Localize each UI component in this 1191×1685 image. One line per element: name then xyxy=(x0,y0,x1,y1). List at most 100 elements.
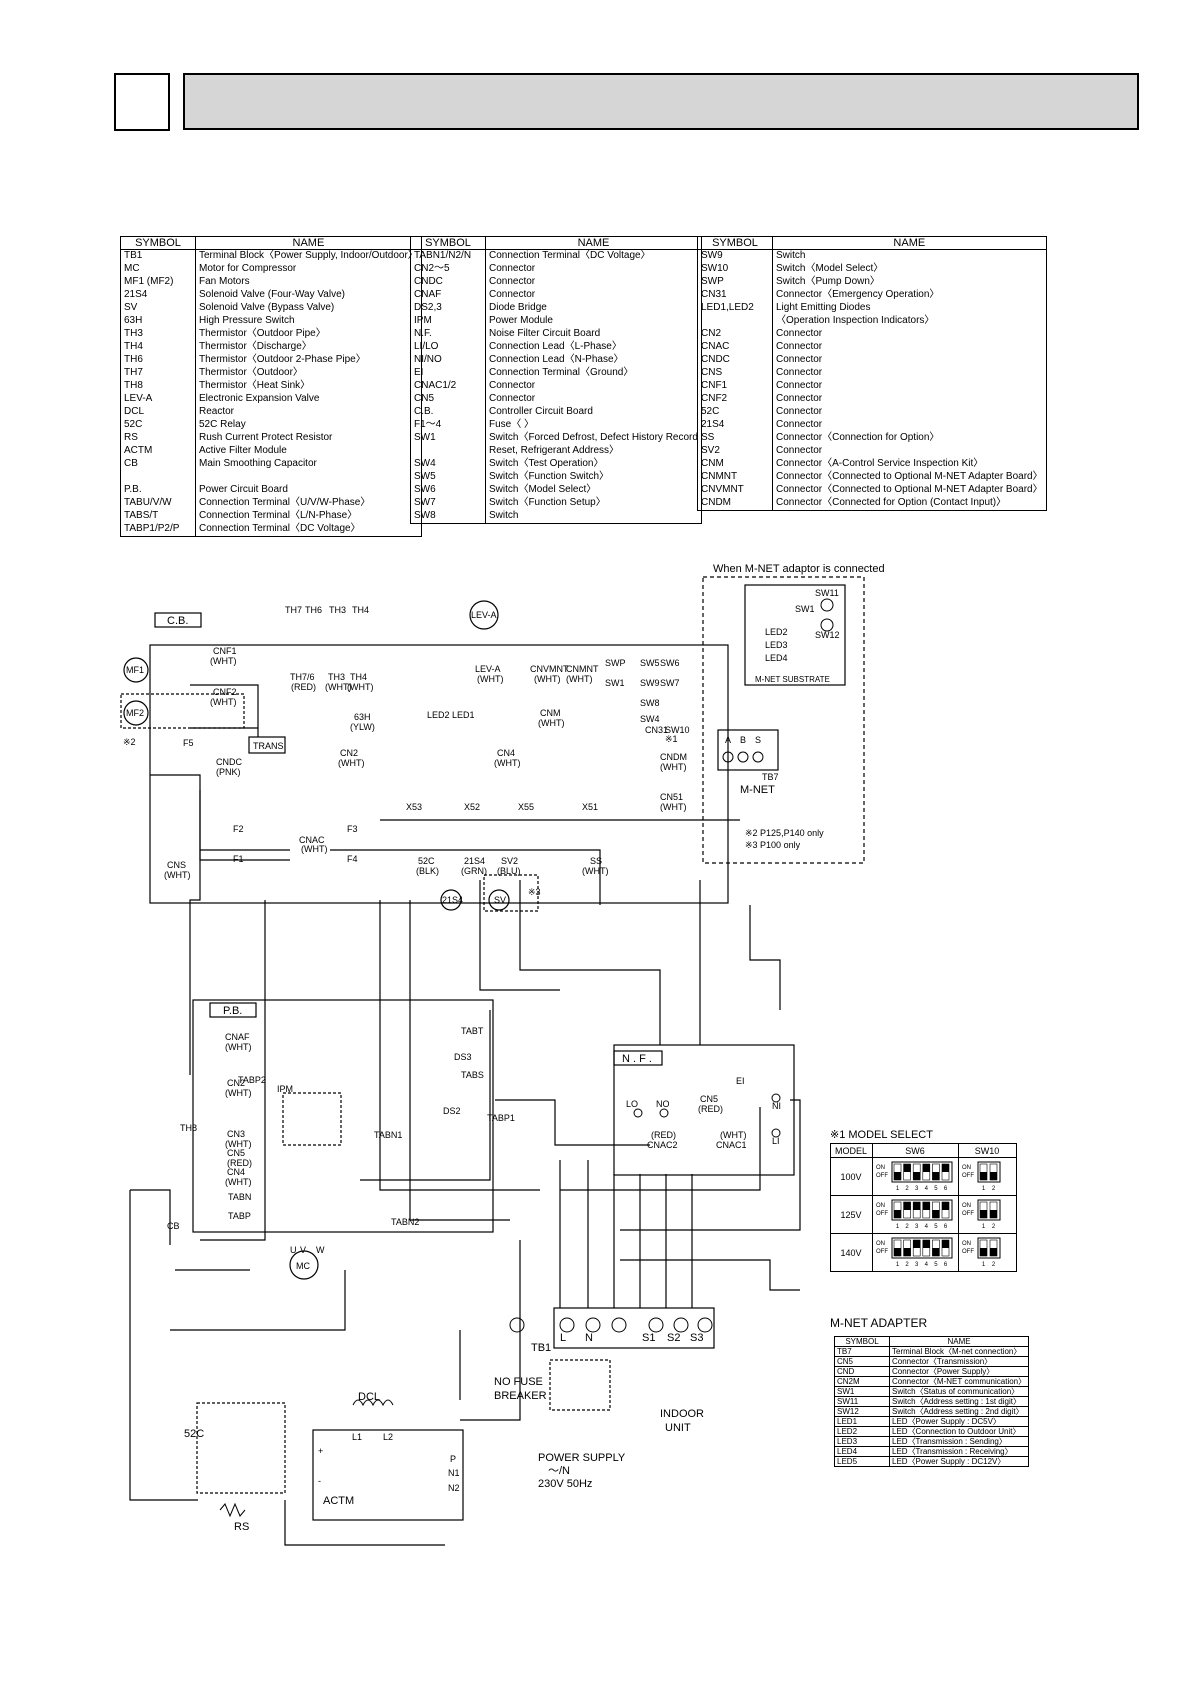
symbol-cell: MC xyxy=(120,263,196,276)
dip-lever xyxy=(913,1240,921,1248)
lbl-21s4-coil: 21S4 xyxy=(442,895,463,905)
dip-lever xyxy=(942,1202,949,1210)
name-cell: Connector xyxy=(772,406,1047,419)
symbol-cell: SV2 xyxy=(697,445,773,458)
nf-label-box xyxy=(613,1050,663,1066)
model-select-header: MODEL xyxy=(835,1146,867,1156)
off-label: OFF xyxy=(962,1173,974,1179)
name-cell: LED〈Power Supply : DC12V〉 xyxy=(888,1456,1030,1467)
symbol-cell: SS xyxy=(697,432,773,445)
name-cell: LED〈Connection to Outdoor Unit〉 xyxy=(888,1426,1030,1437)
symbol-cell: TABS/T xyxy=(120,510,196,523)
symbol-cell: CNAC1/2 xyxy=(410,380,486,393)
symbol-cell: LI/LO xyxy=(410,341,486,354)
name-cell: Connector xyxy=(772,445,1047,458)
mark-3: ※3 xyxy=(528,887,541,897)
dip-lever xyxy=(990,1172,997,1180)
lbl-sw11: SW11 xyxy=(815,588,839,598)
note-3: ※3 P100 only xyxy=(745,840,801,850)
lbl-21s4: 21S4 xyxy=(464,856,485,866)
symbol-cell: CNAF xyxy=(410,289,486,302)
dip-switch-sw6 xyxy=(891,1237,953,1259)
off-label: OFF xyxy=(962,1211,974,1217)
lbl-f1: F1 xyxy=(233,854,244,864)
symbol-cell: CNDC xyxy=(697,354,773,367)
switch-number: 2 xyxy=(905,1262,909,1268)
lbl-mc: MC xyxy=(296,1261,310,1271)
lbl-swp: SWP xyxy=(605,658,626,668)
table-row: Reset, Refrigerant Address〉 xyxy=(410,445,702,458)
dip-switch-sw10 xyxy=(977,1161,1001,1183)
name-cell: Connector xyxy=(772,419,1047,432)
lbl-cnaf: CNAF xyxy=(225,1032,250,1042)
cb-label-box xyxy=(154,612,202,628)
off-label: OFF xyxy=(876,1249,888,1255)
lbl-cn4p: CN4 xyxy=(227,1167,245,1177)
switch-number: 2 xyxy=(992,1262,996,1268)
lbl-cnf1c: (WHT) xyxy=(210,656,237,666)
on-label: ON xyxy=(876,1203,885,1209)
lbl-cn2: CN2 xyxy=(340,748,358,758)
lbl-cn4: CN4 xyxy=(497,748,515,758)
symbol-cell: CNDC xyxy=(410,276,486,289)
symbol-cell: SW4 xyxy=(410,458,486,471)
table-row: C.B.Controller Circuit Board xyxy=(410,406,702,419)
lbl-trans: TRANS xyxy=(253,741,284,751)
lbl-tabs: TABS xyxy=(461,1070,484,1080)
lbl-th7: TH7 xyxy=(285,605,302,615)
lbl-tabt: TABT xyxy=(461,1026,484,1036)
mnet-substrate: M-NET SUBSTRATE xyxy=(755,675,830,684)
symbol-cell: CB xyxy=(120,458,196,471)
lbl-x53: X53 xyxy=(406,802,422,812)
symbol-cell: 52C xyxy=(697,406,773,419)
switch-number: 1 xyxy=(896,1262,900,1268)
on-label: ON xyxy=(962,1165,971,1171)
lbl-sw1: SW1 xyxy=(605,678,625,688)
lbl-ipm: IPM xyxy=(277,1084,293,1094)
symbol-cell: F1〜4 xyxy=(410,419,486,432)
lbl-l2: L2 xyxy=(383,1432,393,1442)
lbl-th4: TH4 xyxy=(352,605,369,615)
lbl-th8: TH8 xyxy=(180,1123,197,1133)
lbl-li: LI xyxy=(772,1136,780,1146)
symbol-cell: CN2 xyxy=(697,328,773,341)
col-symbol: SYMBOL xyxy=(834,1336,890,1347)
lbl-rs: RS xyxy=(234,1521,249,1533)
dip-switch-sw10 xyxy=(977,1237,1001,1259)
switch-number: 6 xyxy=(944,1224,948,1230)
lbl-n1: N1 xyxy=(448,1468,460,1478)
dip-lever xyxy=(942,1240,949,1248)
model-select-title: ※1 MODEL SELECT xyxy=(830,1129,933,1141)
symbol-cell: LED1 xyxy=(834,1416,890,1427)
lbl-sw12: SW12 xyxy=(815,630,840,640)
switch-number: 4 xyxy=(925,1224,929,1230)
lbl-sw1m: SW1 xyxy=(795,604,815,614)
lbl-th3c: (WHT) xyxy=(325,682,352,692)
power-board-outline xyxy=(192,999,494,1233)
col-symbol: SYMBOL xyxy=(120,236,196,250)
dip-lever xyxy=(990,1210,997,1218)
switch-number: 2 xyxy=(992,1224,996,1230)
symbol-cell: SV xyxy=(120,302,196,315)
symbol-cell: 21S4 xyxy=(120,289,196,302)
lbl-21s4c: (GRN) xyxy=(461,866,487,876)
dip-lever xyxy=(980,1248,987,1256)
lbl-l1: L1 xyxy=(352,1432,362,1442)
lbl-52c: 52C xyxy=(418,856,435,866)
lbl-cnacc: (WHT) xyxy=(301,844,328,854)
symbol-cell: TH4 xyxy=(120,341,196,354)
symbol-cell: CN31 xyxy=(697,289,773,302)
